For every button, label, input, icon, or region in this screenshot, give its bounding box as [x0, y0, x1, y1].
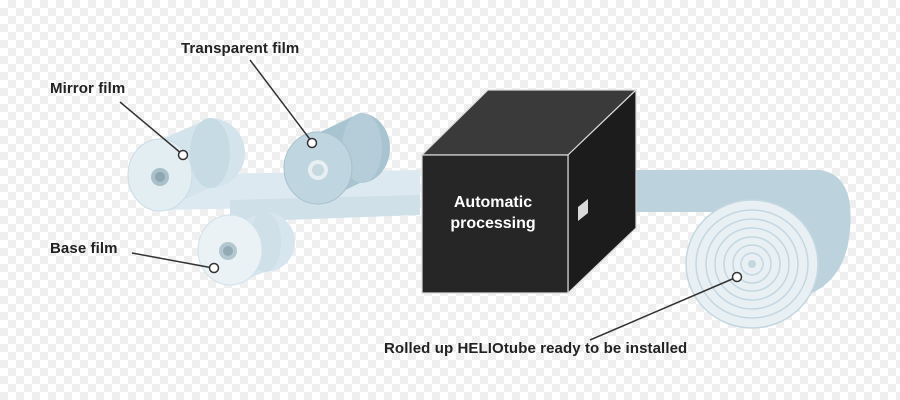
box-label-line2: processing: [450, 215, 536, 232]
dot-base-film: [208, 262, 220, 274]
label-base-film: Base film: [50, 240, 118, 257]
heliotube-roll: [685, 199, 819, 329]
dot-rolled-up: [731, 271, 743, 283]
leader-dots: [177, 137, 743, 283]
label-transparent-film: Transparent film: [181, 40, 300, 57]
box-label-line1: Automatic: [453, 194, 533, 211]
leader-mirror-film: [119, 101, 183, 155]
label-rolled-up-heliotube: Rolled up HELIOtube ready to be installe…: [384, 340, 688, 357]
leader-transparent-film: [249, 59, 313, 143]
label-mirror-film: Mirror film: [50, 80, 126, 97]
leader-lines: [119, 59, 738, 341]
leader-rolled-up: [589, 276, 738, 341]
mirror-film-roll: [127, 118, 245, 212]
leader-base-film: [131, 252, 214, 269]
processing-box: [420, 88, 638, 295]
box-label: Automatic processing: [423, 192, 563, 234]
dot-mirror-film: [177, 149, 189, 161]
base-film-roll: [197, 212, 295, 286]
transparent-film-roll: [283, 113, 390, 205]
dot-transparent-film: [306, 137, 318, 149]
